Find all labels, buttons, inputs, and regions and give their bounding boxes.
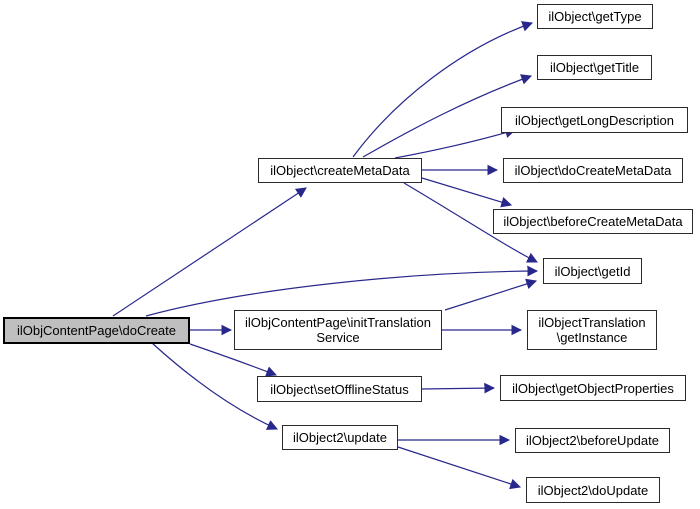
node-gettitle[interactable]: ilObject\getTitle xyxy=(537,55,652,80)
edge-createmetadata-getid xyxy=(403,182,538,263)
node-getinstance[interactable]: ilObjectTranslation \getInstance xyxy=(527,310,657,350)
edge-createmetadata-beforecreatemetadata xyxy=(421,177,513,208)
node-docreatemetadata[interactable]: ilObject\doCreateMetaData xyxy=(503,158,683,183)
edge-docreate-setofflinestatus xyxy=(189,343,278,377)
edge-docreate-getid xyxy=(145,265,539,317)
node-setofflinestatus[interactable]: ilObject\setOfflineStatus xyxy=(257,376,422,402)
node-doupdate[interactable]: ilObject2\doUpdate xyxy=(526,477,660,503)
edge-docreate-update xyxy=(151,342,278,430)
node-update[interactable]: ilObject2\update xyxy=(282,425,398,450)
edge-createmetadata-gettype xyxy=(352,21,534,158)
edge-docreate-createmetadata xyxy=(112,187,307,317)
node-inittranslationservice[interactable]: ilObjContentPage\initTranslation Service xyxy=(234,310,442,350)
edge-update-doupdate xyxy=(397,446,522,490)
node-getlongdescription[interactable]: ilObject\getLongDescription xyxy=(501,107,688,133)
node-docreate: ilObjContentPage\doCreate xyxy=(3,317,190,344)
node-getobjectproperties[interactable]: ilObject\getObjectProperties xyxy=(500,375,686,401)
node-getid[interactable]: ilObject\getId xyxy=(543,258,642,284)
edge-createmetadata-getlongdescription xyxy=(394,127,517,159)
node-createmetadata[interactable]: ilObject\createMetaData xyxy=(258,158,422,183)
node-beforeupdate[interactable]: ilObject2\beforeUpdate xyxy=(515,428,670,453)
node-gettype[interactable]: ilObject\getType xyxy=(537,4,653,29)
edge-inittranslationservice-getid xyxy=(444,278,538,311)
edge-createmetadata-gettitle xyxy=(362,74,533,158)
node-beforecreatemetadata[interactable]: ilObject\beforeCreateMetaData xyxy=(493,209,693,234)
edge-setofflinestatus-getobjectproperties xyxy=(421,382,496,394)
